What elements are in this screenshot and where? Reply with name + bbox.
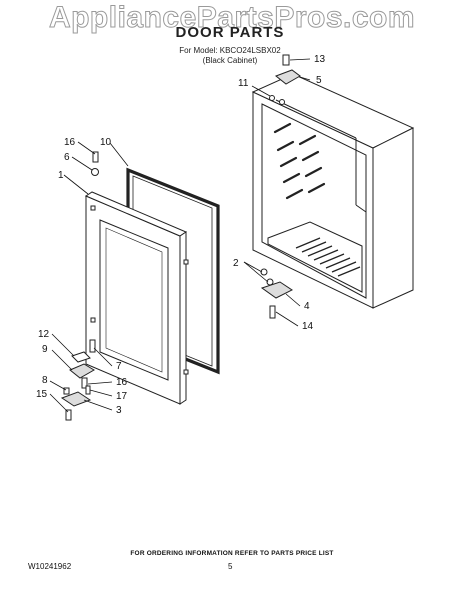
model-line: For Model: KBCO24LSBX02 [179,46,281,55]
door-lower-hinge-parts [60,339,96,421]
lower-hinge-assembly [260,268,293,319]
screw-13 [282,54,290,66]
hinge-screw-2a [260,268,268,276]
hinge-pin-14 [269,305,276,319]
cabinet [251,73,415,309]
door-glass [99,219,169,381]
callout-8: 8 [42,375,48,386]
screw-16-top [92,151,99,163]
cabinet-line: (Black Cabinet) [202,56,258,65]
diagram-title: DOOR PARTS [175,24,285,41]
hinge-bracket-4 [260,281,293,299]
callout-1: 1 [58,170,64,181]
callout-16-bottom: 16 [116,377,128,388]
pin-7 [89,339,96,353]
callout-9: 9 [42,344,48,355]
cabinet-screw-11b [279,99,285,105]
callout-14: 14 [302,321,314,332]
bracket-9 [69,363,95,379]
cabinet-screw-11a [269,95,275,101]
callout-5: 5 [316,75,322,86]
washer-6 [91,168,99,176]
ordering-note: FOR ORDERING INFORMATION REFER TO PARTS … [130,550,334,557]
model-info: For Model: KBCO24LSBX02 (Black Cabinet) [150,46,310,66]
callout-10: 10 [100,137,112,148]
hinge-bracket-5 [275,69,301,85]
cabinet-floor-grate [295,237,361,277]
cabinet-vents [273,122,326,200]
washer-17 [85,385,91,395]
page-number: 5 [228,562,233,571]
callout-17: 17 [116,391,128,402]
cabinet-side [372,127,414,309]
callout-12: 12 [38,329,50,340]
callout-16-top: 16 [64,137,76,148]
door-assembly [84,167,220,405]
top-hinge-assembly [269,54,301,105]
callout-11: 11 [238,78,249,89]
callout-4: 4 [304,301,310,312]
watermark-logo: AppliancePartsPros.com [48,1,416,35]
hinge-3 [60,391,92,407]
leader-lines [49,58,311,413]
spacer-12 [71,351,91,363]
callout-labels: 13 5 11 16 10 6 1 2 4 14 12 9 7 16 8 17 … [36,54,326,416]
shim-8 [63,387,70,395]
callout-6: 6 [64,152,70,163]
document-number: W10241962 [28,562,72,571]
callout-15: 15 [36,389,48,400]
callout-13: 13 [314,54,326,65]
callout-3: 3 [116,405,122,416]
screw-16-bottom [81,377,88,389]
cabinet-bottom-shelf [267,221,363,293]
callout-7: 7 [116,361,122,372]
cabinet-opening [261,103,367,299]
door-hardware [90,151,189,375]
screw-15 [65,409,72,421]
callout-2: 2 [233,258,239,269]
